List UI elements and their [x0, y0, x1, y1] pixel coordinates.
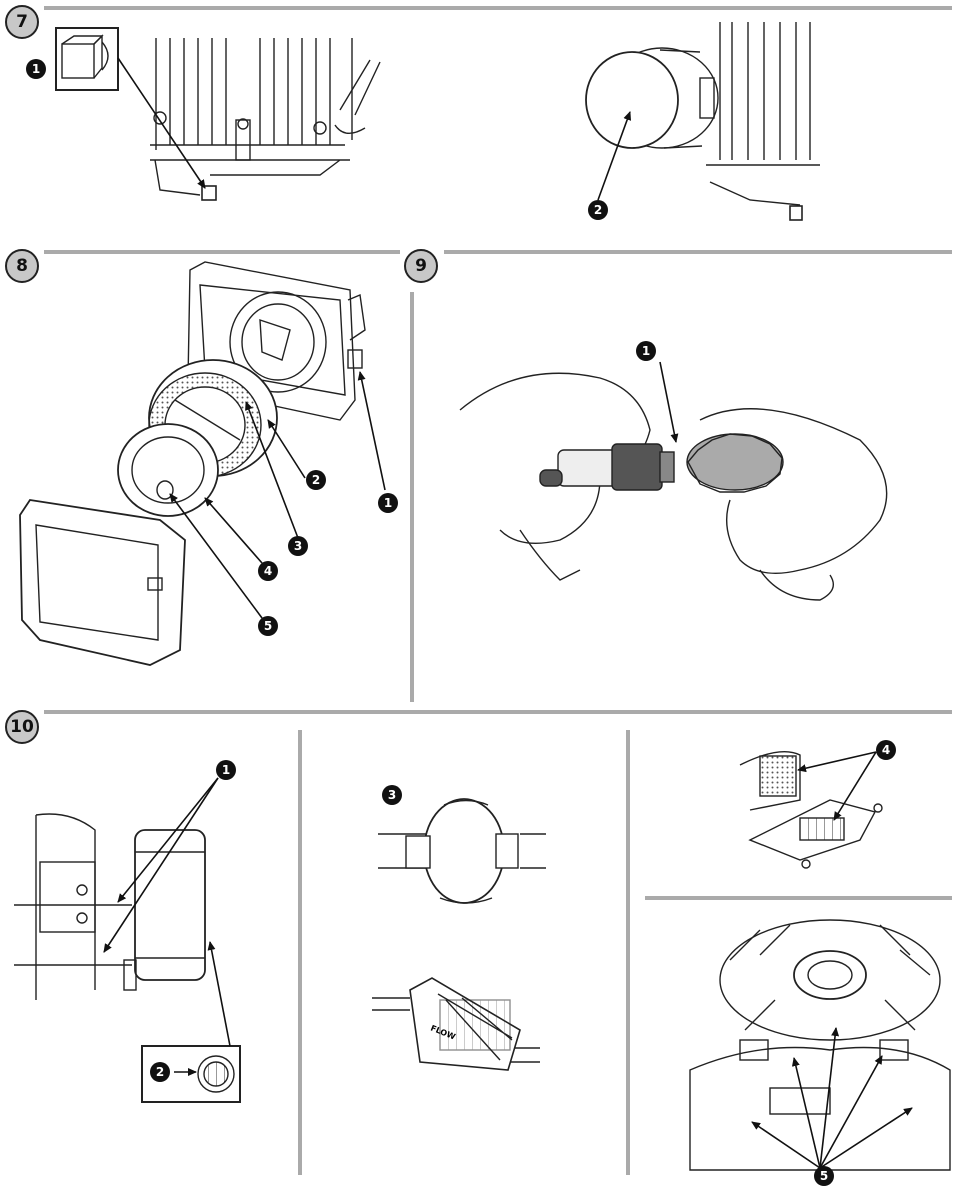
- callout-9-1: 1: [636, 341, 656, 361]
- step-7-badge: 7: [5, 5, 39, 39]
- step7-engine-left: [55, 27, 381, 201]
- callout-8-4: 4: [258, 561, 278, 581]
- callout-7-1: 1: [26, 59, 46, 79]
- callout-10-1: 1: [216, 760, 236, 780]
- step-10-badge: 10: [5, 710, 39, 744]
- callout-10-5: 5: [814, 1166, 834, 1186]
- callout-8-5: 5: [258, 616, 278, 636]
- step7-engine-right: [585, 22, 820, 221]
- step9-spark-plug: [459, 361, 888, 601]
- step-8-badge: 8: [5, 249, 39, 283]
- callout-8-3: 3: [288, 536, 308, 556]
- section-rules: [44, 6, 952, 1175]
- callout-10-3: 3: [382, 785, 402, 805]
- step10-flywheel: [689, 919, 951, 1171]
- callout-8-2: 2: [306, 470, 326, 490]
- step-9-badge: 9: [404, 249, 438, 283]
- step10-spark-arrestor: [739, 750, 883, 869]
- callout-10-4: 4: [876, 740, 896, 760]
- callout-10-2: 2: [150, 1062, 170, 1082]
- callout-7-2: 2: [588, 200, 608, 220]
- callout-8-1: 1: [378, 493, 398, 513]
- step10-engine-muffler: [14, 777, 241, 1103]
- step8-air-filter: [19, 261, 386, 666]
- step10-fuel-filters: [372, 798, 546, 1071]
